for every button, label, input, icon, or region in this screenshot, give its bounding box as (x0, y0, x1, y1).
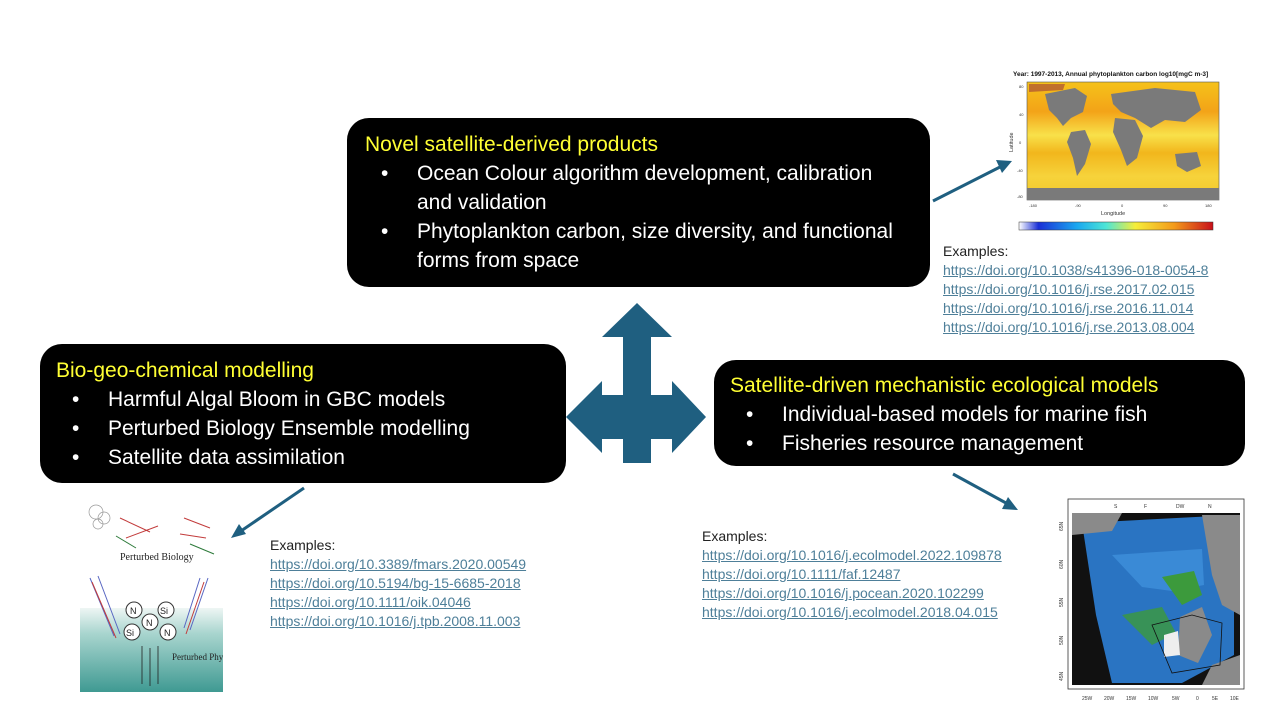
map-legend-item: DW (1176, 504, 1185, 510)
ecological-models-title: Satellite-driven mechanistic ecological … (730, 374, 1159, 397)
node-label: Si (160, 606, 168, 616)
north-atlantic-fish-map: S F DW N 65N 60N 55N 50N 45N 25W 20W 15W… (1052, 495, 1248, 707)
four-way-arrow-icon (566, 303, 706, 463)
map-ylabel: Latitude (1009, 132, 1015, 152)
bgc-modelling-box: Bio-geo-chemical modelling Harmful Algal… (40, 344, 566, 483)
map-x-tick: 20W (1104, 696, 1115, 702)
list-item: Phytoplankton carbon, size diversity, an… (365, 217, 912, 275)
doi-link[interactable]: https://doi.org/10.1016/j.ecolmodel.2018… (702, 604, 998, 620)
map-y-tick: 50N (1059, 635, 1065, 645)
map-legend-item: N (1208, 504, 1212, 510)
doi-link[interactable]: https://doi.org/10.1016/j.rse.2016.11.01… (943, 300, 1194, 316)
examples-right: Examples: https://doi.org/10.1016/j.ecol… (702, 527, 1002, 622)
node-label: N (130, 606, 137, 616)
svg-text:-40: -40 (1017, 168, 1024, 173)
map-legend-item: S (1114, 504, 1118, 510)
node-label: Si (126, 628, 134, 638)
perturbed-physics-label: Perturbed Physics (172, 652, 223, 662)
perturbed-ensemble-figure: Perturbed Biology N Si N Si N Perturbed … (80, 498, 223, 692)
bgc-modelling-title: Bio-geo-chemical modelling (56, 359, 314, 382)
doi-link[interactable]: https://doi.org/10.1016/j.rse.2013.08.00… (943, 319, 1195, 335)
map-x-tick: 15W (1126, 696, 1137, 702)
map-title: Year: 1997-2013, Annual phytoplankton ca… (1013, 71, 1208, 78)
doi-link[interactable]: https://doi.org/10.5194/bg-15-6685-2018 (270, 575, 521, 591)
satellite-products-title: Novel satellite-derived products (365, 133, 658, 156)
examples-label: Examples: (943, 243, 1009, 259)
svg-text:-90: -90 (1075, 203, 1082, 208)
svg-text:0: 0 (1019, 140, 1022, 145)
satellite-products-box: Novel satellite-derived products Ocean C… (347, 118, 930, 287)
examples-left: Examples: https://doi.org/10.3389/fmars.… (270, 536, 526, 631)
doi-link[interactable]: https://doi.org/10.1016/j.rse.2017.02.01… (943, 281, 1195, 297)
map-x-tick: 25W (1082, 696, 1093, 702)
doi-link[interactable]: https://doi.org/10.1111/faf.12487 (702, 566, 901, 582)
map-x-tick: 0 (1196, 696, 1199, 702)
svg-text:-180: -180 (1029, 203, 1038, 208)
svg-text:0: 0 (1121, 203, 1124, 208)
doi-link[interactable]: https://doi.org/10.1111/oik.04046 (270, 594, 471, 610)
doi-link[interactable]: https://doi.org/10.1016/j.pocean.2020.10… (702, 585, 984, 601)
map-x-tick: 10W (1148, 696, 1159, 702)
node-label: N (146, 618, 153, 628)
map-y-tick: 65N (1059, 521, 1065, 531)
svg-text:180: 180 (1205, 203, 1212, 208)
node-label: N (164, 628, 171, 638)
map-x-tick: 5W (1172, 696, 1180, 702)
arrow-to-left-figure-icon (231, 486, 305, 538)
list-item: Individual-based models for marine fish (730, 400, 1229, 429)
ecological-models-box: Satellite-driven mechanistic ecological … (714, 360, 1245, 466)
svg-text:90: 90 (1163, 203, 1168, 208)
list-item: Fisheries resource management (730, 429, 1229, 458)
examples-top: Examples: https://doi.org/10.1038/s41396… (943, 242, 1208, 337)
examples-label: Examples: (702, 528, 768, 544)
map-y-tick: 55N (1059, 597, 1065, 607)
arrow-to-right-map-icon (952, 472, 1018, 510)
svg-text:-80: -80 (1017, 194, 1024, 199)
arrow-to-top-map-icon (932, 160, 1012, 203)
map-y-tick: 60N (1059, 559, 1065, 569)
list-item: Satellite data assimilation (56, 443, 550, 472)
map-x-tick: 10E (1230, 696, 1240, 702)
list-item: Ocean Colour algorithm development, cali… (365, 159, 912, 217)
map-y-tick: 45N (1059, 671, 1065, 681)
doi-link[interactable]: https://doi.org/10.1016/j.ecolmodel.2022… (702, 547, 1002, 563)
list-item: Perturbed Biology Ensemble modelling (56, 414, 550, 443)
doi-link[interactable]: https://doi.org/10.1038/s41396-018-0054-… (943, 262, 1209, 278)
map-x-tick: 5E (1212, 696, 1219, 702)
perturbed-biology-label: Perturbed Biology (120, 552, 194, 563)
examples-label: Examples: (270, 537, 336, 553)
doi-link[interactable]: https://doi.org/10.3389/fmars.2020.00549 (270, 556, 527, 572)
map-xlabel: Longitude (1101, 211, 1125, 217)
phytoplankton-carbon-map: Year: 1997-2013, Annual phytoplankton ca… (1009, 71, 1220, 231)
list-item: Harmful Algal Bloom in GBC models (56, 385, 550, 414)
svg-text:80: 80 (1019, 84, 1024, 89)
doi-link[interactable]: https://doi.org/10.1016/j.tpb.2008.11.00… (270, 613, 521, 629)
svg-text:40: 40 (1019, 112, 1024, 117)
map-legend-item: F (1144, 504, 1147, 510)
